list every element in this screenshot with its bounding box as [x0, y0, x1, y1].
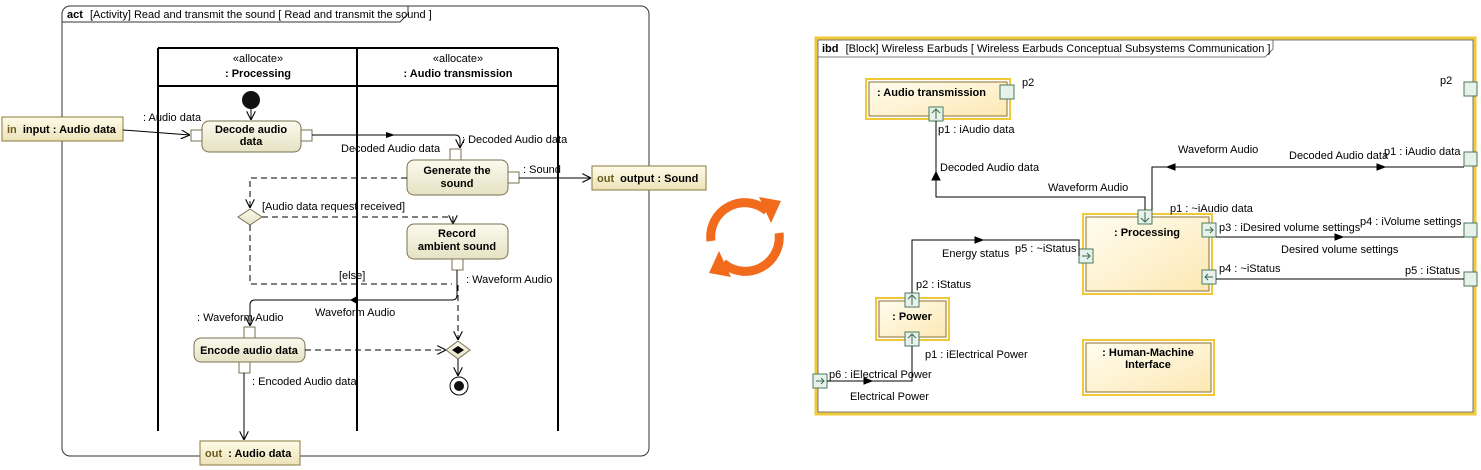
port-label-audio-tx-p1: p1 : iAudio data [938, 124, 1015, 136]
svg-text:Decode audio: Decode audio [215, 124, 287, 136]
port-frame-p5[interactable] [1463, 271, 1478, 287]
svg-text:ambient sound: ambient sound [418, 241, 496, 253]
activity-diagram: act [Activity] Read and transmit the sou… [1, 5, 707, 466]
lane-audio-transmission-name: : Audio transmission [404, 68, 513, 80]
lane-processing-stereotype: «allocate» [233, 53, 283, 65]
ibd-diagram: ibd [Block] Wireless Earbuds [ Wireless … [812, 36, 1478, 416]
activity-frame-title: act [Activity] Read and transmit the sou… [67, 9, 432, 21]
svg-text:out : Audio data: out : Audio data [205, 448, 292, 460]
action-record-ambient-sound[interactable]: Record ambient sound [406, 223, 509, 260]
output-parameter[interactable]: out output : Sound [591, 165, 707, 191]
pin-label-audio-data: : Audio data [143, 112, 202, 124]
swimlanes: «allocate» : Processing «allocate» : Aud… [157, 47, 559, 431]
lane-processing-name: : Processing [225, 68, 291, 80]
input-parameter[interactable]: in input : Audio data [1, 116, 124, 142]
flow-label-electrical-power: Electrical Power [850, 391, 929, 403]
port-audio-tx-p2[interactable] [999, 84, 1015, 100]
port-label-frame-p2: p2 [1440, 75, 1452, 87]
flow-label-energy-status: Energy status [942, 248, 1010, 260]
port-label-proc-p1: p1 : ~iAudio data [1170, 203, 1254, 215]
svg-text:: Processing: : Processing [1114, 227, 1180, 239]
lane-audio-transmission-stereotype: «allocate» [433, 53, 483, 65]
port-label-frame-p4: p4 : iVolume settings [1360, 216, 1462, 228]
pin-waveform-in[interactable] [243, 326, 256, 339]
flow-label-decoded-right: Decoded Audio data [1289, 150, 1389, 162]
frame-kind-ibd: ibd [822, 43, 839, 55]
initial-node[interactable] [242, 91, 260, 109]
pin-label-waveform-out: : Waveform Audio [466, 274, 552, 286]
flow-label-waveform: Waveform Audio [315, 307, 395, 319]
svg-text:Generate the: Generate the [423, 165, 490, 177]
port-frame-p2[interactable] [1463, 81, 1478, 97]
activity-final-node[interactable] [449, 376, 469, 396]
svg-text:in input : Audio data: in input : Audio data [7, 124, 117, 136]
port-label-proc-p5: p5 : ~iStatus [1015, 243, 1077, 255]
pin-label-encoded: : Encoded Audio data [252, 376, 357, 388]
guard-audio-data-request: [Audio data request received] [262, 201, 405, 213]
part-human-machine-interface[interactable]: : Human-Machine Interface [1082, 339, 1215, 396]
activity-frame-name: [Activity] Read and transmit the sound [… [90, 9, 432, 21]
port-frame-p1[interactable] [1463, 151, 1478, 167]
flow-label-decoded-up: Decoded Audio data [940, 162, 1040, 174]
ibd-frame-name: [Block] Wireless Earbuds [ Wireless Earb… [846, 43, 1271, 55]
pin-encoded-out[interactable] [238, 361, 251, 374]
flow-label-desired-volume: Desired volume settings [1281, 244, 1399, 256]
activity-frame [61, 5, 650, 457]
flow-label-waveform-1: Waveform Audio [1048, 182, 1128, 194]
part-processing[interactable]: : Processing [1082, 213, 1213, 295]
port-label-proc-p4: p4 : ~iStatus [1219, 263, 1281, 275]
port-label-proc-p3: p3 : iDesired volume settings [1219, 222, 1361, 234]
svg-text:: Power: : Power [892, 311, 932, 323]
frame-kind-act: act [67, 9, 83, 21]
port-label-power-p1: p1 : iElectrical Power [925, 349, 1028, 361]
pin-label-waveform-in: : Waveform Audio [197, 312, 283, 324]
svg-text:Interface: Interface [1125, 359, 1171, 371]
pin-label-decoded: : Decoded Audio data [462, 134, 568, 146]
ibd-connectors [827, 121, 1464, 385]
guard-else: [else] [339, 270, 365, 282]
flow-label-decoded: Decoded Audio data [341, 143, 441, 155]
svg-text:Encode audio data: Encode audio data [200, 345, 299, 357]
refresh-arrows-icon [706, 197, 784, 277]
port-label-frame-p5: p5 : iStatus [1405, 265, 1461, 277]
pin-audio-data-in[interactable] [190, 129, 203, 142]
svg-text:data: data [240, 136, 264, 148]
svg-text:: Audio transmission: : Audio transmission [877, 87, 986, 99]
flow-label-waveform-2: Waveform Audio [1178, 144, 1258, 156]
port-label-frame-p6: p6 : iElectrical Power [829, 369, 932, 381]
action-generate-the-sound[interactable]: Generate the sound [406, 159, 509, 196]
ibd-frame-title: ibd [Block] Wireless Earbuds [ Wireless … [822, 43, 1270, 55]
action-encode-audio-data[interactable]: Encode audio data [193, 337, 306, 363]
svg-text:sound: sound [441, 178, 474, 190]
port-label-audio-tx-p2: p2 [1022, 77, 1034, 89]
svg-text:out output : Sound: out output : Sound [597, 173, 698, 185]
port-label-frame-p1: p1 : iAudio data [1384, 146, 1461, 158]
out-audio-data-parameter[interactable]: out : Audio data [199, 440, 301, 466]
svg-text:: Human-Machine: : Human-Machine [1102, 347, 1194, 359]
pin-sound-out[interactable] [507, 171, 520, 184]
svg-text:Record: Record [438, 228, 476, 240]
pin-decoded-out[interactable] [300, 129, 313, 142]
pin-waveform-out[interactable] [451, 258, 464, 271]
port-frame-p4[interactable] [1463, 222, 1478, 238]
port-label-power-p2: p2 : iStatus [916, 279, 972, 291]
pin-decoded-in[interactable] [449, 148, 462, 161]
pin-label-sound: : Sound [523, 164, 561, 176]
action-decode-audio-data[interactable]: Decode audio data [201, 120, 302, 153]
